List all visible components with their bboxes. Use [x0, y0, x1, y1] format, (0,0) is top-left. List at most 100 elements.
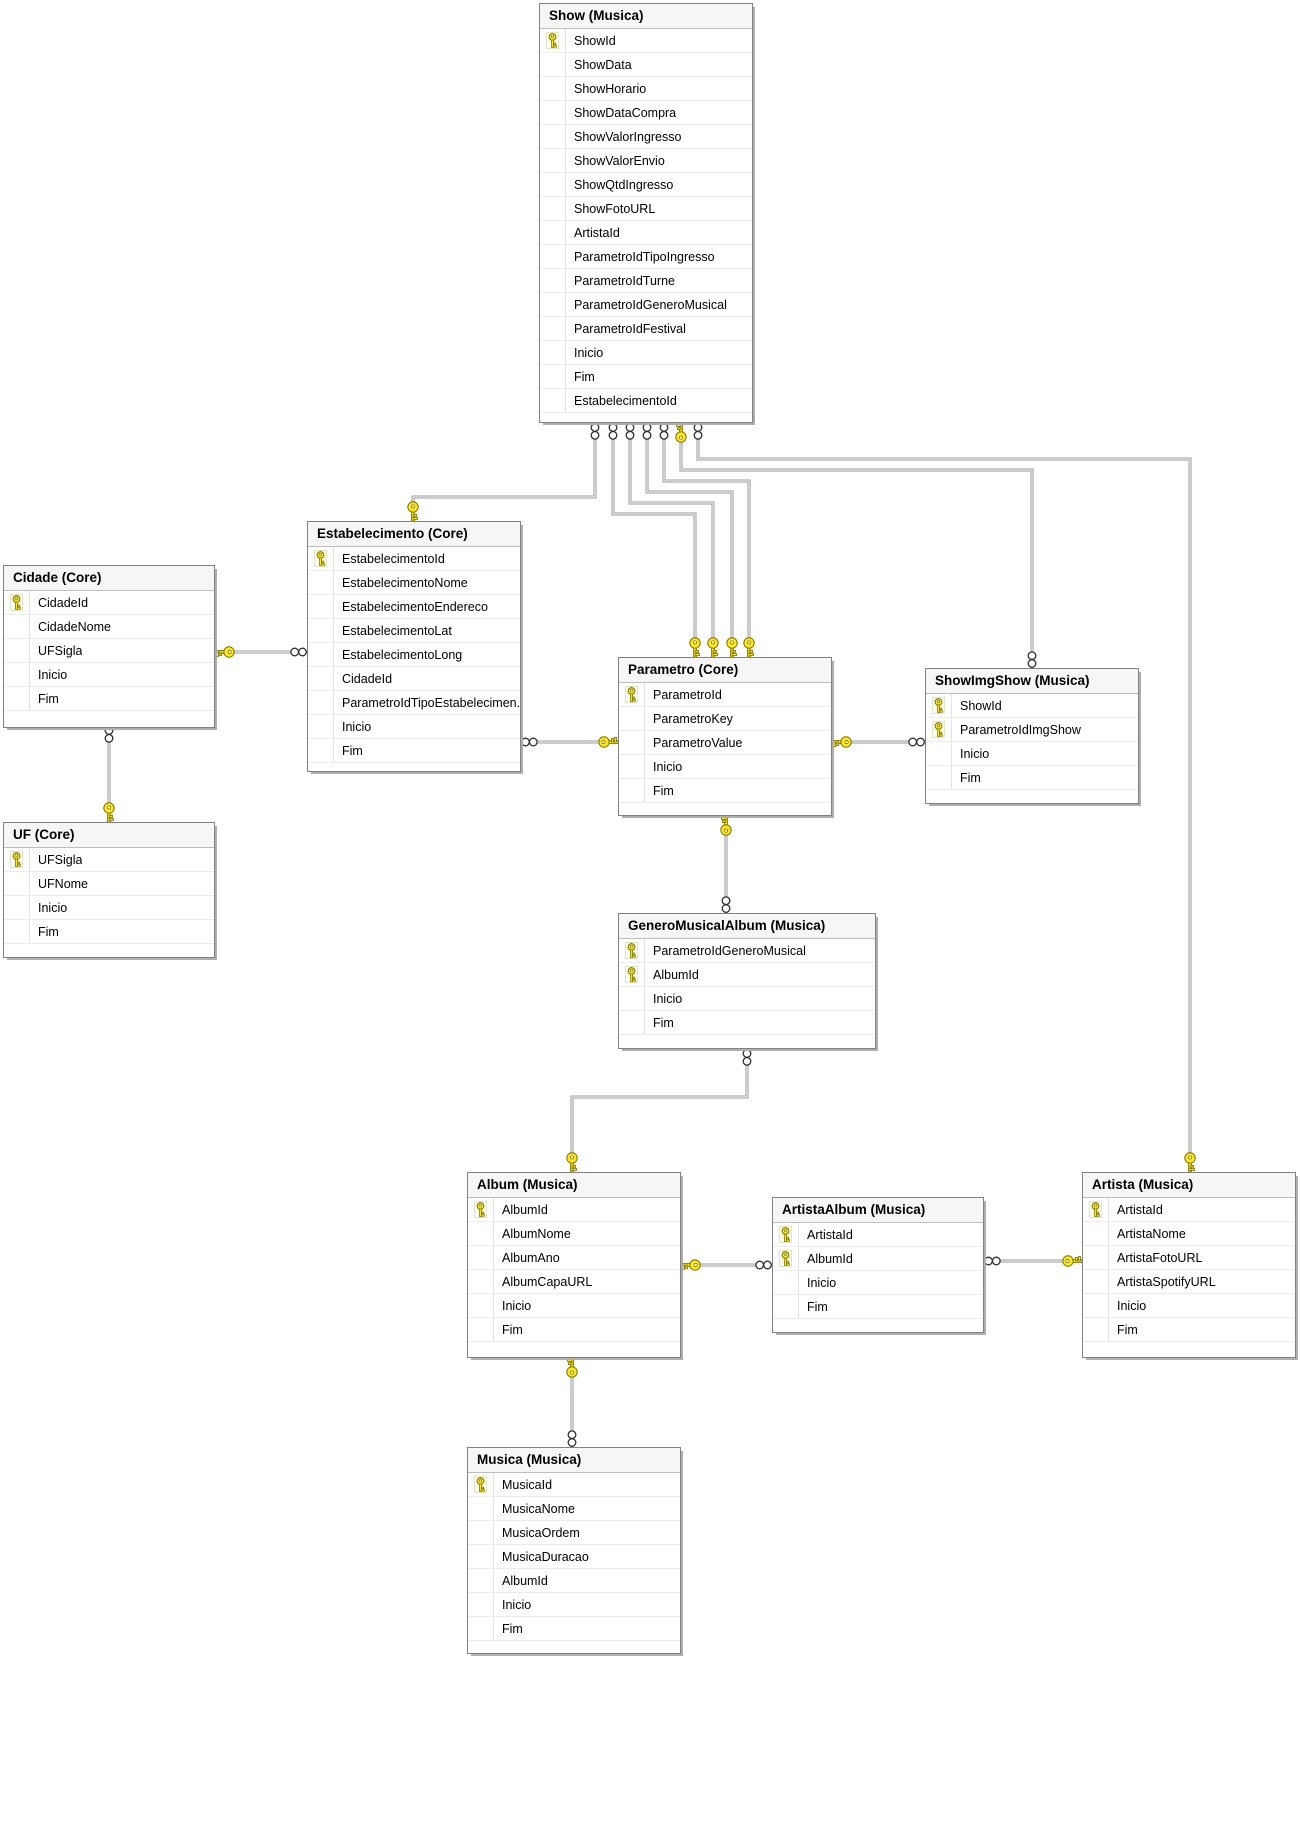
- relationship-parametro-generomusicalalbum[interactable]: [720, 815, 732, 913]
- relationship-cidade-uf[interactable]: [103, 726, 115, 823]
- column-row[interactable]: MusicaOrdem: [468, 1521, 680, 1545]
- column-row[interactable]: Fim: [619, 1011, 875, 1035]
- column-row[interactable]: Fim: [468, 1617, 680, 1641]
- column-row[interactable]: ShowFotoURL: [540, 197, 752, 221]
- column-row[interactable]: ParametroIdTipoIngresso: [540, 245, 752, 269]
- column-row[interactable]: Inicio: [619, 755, 831, 779]
- relationship-show-showimgshow[interactable]: [675, 422, 1037, 668]
- column-row[interactable]: ShowValorIngresso: [540, 125, 752, 149]
- relationship-album-musica[interactable]: [566, 1357, 578, 1447]
- column-row[interactable]: Fim: [773, 1295, 983, 1319]
- relationship-generomusicalalbum-album[interactable]: [566, 1049, 752, 1173]
- relationship-album-artistaalbum[interactable]: [680, 1259, 772, 1271]
- relationship-show-artista[interactable]: [693, 423, 1196, 1173]
- column-row[interactable]: Fim: [308, 739, 520, 763]
- column-row[interactable]: ArtistaNome: [1083, 1222, 1295, 1246]
- column-row[interactable]: AlbumId: [468, 1569, 680, 1593]
- table-header[interactable]: GeneroMusicalAlbum (Musica): [619, 914, 875, 939]
- column-row[interactable]: ParametroIdTipoEstabelecimen...: [308, 691, 520, 715]
- column-row[interactable]: AlbumId: [468, 1198, 680, 1222]
- relationship-show-parametro-generomusical[interactable]: [642, 423, 738, 658]
- relationship-show-parametro-tipoingresso[interactable]: [608, 423, 701, 658]
- column-row[interactable]: AlbumAno: [468, 1246, 680, 1270]
- column-row[interactable]: MusicaId: [468, 1473, 680, 1497]
- column-row[interactable]: AlbumNome: [468, 1222, 680, 1246]
- column-row[interactable]: Inicio: [540, 341, 752, 365]
- column-row[interactable]: Fim: [1083, 1318, 1295, 1342]
- relationship-artistaalbum-artista[interactable]: [984, 1255, 1083, 1267]
- relationship-estabelecimento-cidade[interactable]: [214, 646, 307, 658]
- column-row[interactable]: ShowId: [926, 694, 1138, 718]
- column-row[interactable]: EstabelecimentoId: [308, 547, 520, 571]
- column-row[interactable]: Inicio: [4, 896, 214, 920]
- column-row[interactable]: ShowDataCompra: [540, 101, 752, 125]
- column-row[interactable]: AlbumId: [773, 1247, 983, 1271]
- column-row[interactable]: EstabelecimentoNome: [308, 571, 520, 595]
- table-header[interactable]: ArtistaAlbum (Musica): [773, 1198, 983, 1223]
- column-row[interactable]: ArtistaSpotifyURL: [1083, 1270, 1295, 1294]
- column-row[interactable]: EstabelecimentoLat: [308, 619, 520, 643]
- column-row[interactable]: CidadeId: [4, 591, 214, 615]
- column-row[interactable]: ArtistaId: [1083, 1198, 1295, 1222]
- column-row[interactable]: Inicio: [468, 1593, 680, 1617]
- column-row[interactable]: ArtistaId: [773, 1223, 983, 1247]
- table-header[interactable]: Show (Musica): [540, 4, 752, 29]
- column-row[interactable]: ParametroIdImgShow: [926, 718, 1138, 742]
- column-row[interactable]: Fim: [619, 779, 831, 803]
- column-row[interactable]: Inicio: [619, 987, 875, 1011]
- column-row[interactable]: ShowHorario: [540, 77, 752, 101]
- column-row[interactable]: ParametroValue: [619, 731, 831, 755]
- table-header[interactable]: Artista (Musica): [1083, 1173, 1295, 1198]
- column-row[interactable]: MusicaNome: [468, 1497, 680, 1521]
- column-row[interactable]: UFNome: [4, 872, 214, 896]
- column-row[interactable]: ShowId: [540, 29, 752, 53]
- table-header[interactable]: ShowImgShow (Musica): [926, 669, 1138, 694]
- column-row[interactable]: ParametroIdTurne: [540, 269, 752, 293]
- column-row[interactable]: Fim: [468, 1318, 680, 1342]
- column-row[interactable]: ParametroIdFestival: [540, 317, 752, 341]
- column-row[interactable]: Inicio: [773, 1271, 983, 1295]
- table-header[interactable]: Cidade (Core): [4, 566, 214, 591]
- table-header[interactable]: Musica (Musica): [468, 1448, 680, 1473]
- column-row[interactable]: CidadeNome: [4, 615, 214, 639]
- column-row[interactable]: EstabelecimentoLong: [308, 643, 520, 667]
- column-row[interactable]: UFSigla: [4, 639, 214, 663]
- table-header[interactable]: UF (Core): [4, 823, 214, 848]
- column-row[interactable]: ShowQtdIngresso: [540, 173, 752, 197]
- column-row[interactable]: Inicio: [4, 663, 214, 687]
- column-row[interactable]: Fim: [540, 365, 752, 389]
- column-row[interactable]: MusicaDuracao: [468, 1545, 680, 1569]
- column-row[interactable]: EstabelecimentoId: [540, 389, 752, 413]
- relationship-show-estabelecimento[interactable]: [407, 423, 600, 522]
- column-row[interactable]: AlbumCapaURL: [468, 1270, 680, 1294]
- relationship-show-parametro-festival[interactable]: [659, 423, 755, 658]
- column-row[interactable]: ParametroKey: [619, 707, 831, 731]
- column-row[interactable]: ParametroIdGeneroMusical: [540, 293, 752, 317]
- column-row[interactable]: ShowValorEnvio: [540, 149, 752, 173]
- column-row[interactable]: Inicio: [926, 742, 1138, 766]
- column-row[interactable]: ParametroIdGeneroMusical: [619, 939, 875, 963]
- relationship-estabelecimento-parametro[interactable]: [521, 736, 619, 748]
- column-row[interactable]: Fim: [4, 687, 214, 711]
- column-row[interactable]: ShowData: [540, 53, 752, 77]
- table-generomusicalalbum[interactable]: GeneroMusicalAlbum (Musica)ParametroIdGe…: [618, 913, 876, 1049]
- column-row[interactable]: ParametroId: [619, 683, 831, 707]
- column-row[interactable]: Inicio: [468, 1294, 680, 1318]
- column-row[interactable]: AlbumId: [619, 963, 875, 987]
- table-header[interactable]: Parametro (Core): [619, 658, 831, 683]
- table-header[interactable]: Album (Musica): [468, 1173, 680, 1198]
- table-header[interactable]: Estabelecimento (Core): [308, 522, 520, 547]
- column-row[interactable]: Fim: [926, 766, 1138, 790]
- column-row[interactable]: Inicio: [308, 715, 520, 739]
- column-row[interactable]: Fim: [4, 920, 214, 944]
- column-row[interactable]: Inicio: [1083, 1294, 1295, 1318]
